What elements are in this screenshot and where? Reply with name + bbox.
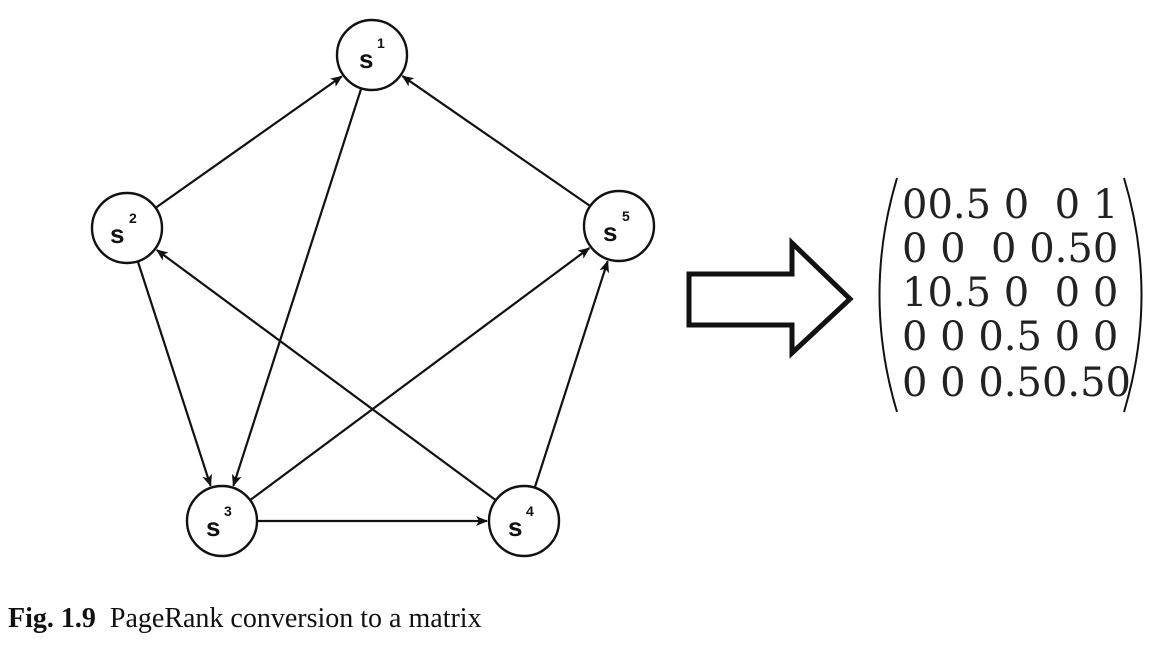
node-s3-label: s	[206, 512, 220, 542]
graph-edges	[137, 75, 610, 526]
node-s5-label: s	[603, 217, 617, 247]
node-s3-index: 3	[224, 503, 232, 519]
node-s2-label: s	[110, 219, 124, 249]
right-arrow-icon	[686, 237, 854, 359]
node-s1-label: s	[359, 44, 373, 74]
edge-s2-to-s1	[155, 75, 343, 209]
node-s4-index: 4	[526, 503, 534, 519]
matrix-row-1: 00.5 0 0 1	[902, 182, 1118, 228]
figure-caption-text: PageRank conversion to a matrix	[109, 603, 482, 634]
matrix-row-3: 10.5 0 0 0	[902, 270, 1118, 316]
edge-s3-to-s5	[250, 247, 591, 501]
node-s2: s 2	[90, 191, 164, 265]
node-s4-label: s	[508, 512, 522, 542]
node-s5-index: 5	[622, 208, 630, 224]
edge-s1-to-s3	[231, 88, 363, 487]
graph-nodes: s 1 s 2 s 3 s 4 s 5	[90, 18, 656, 558]
node-s4: s 4	[487, 484, 561, 558]
matrix-row-5: 0 0 0.50.50	[902, 360, 1131, 406]
matrix-row-2: 0 0 0 0.50	[902, 226, 1118, 272]
node-s3: s 3	[185, 484, 259, 558]
node-s2-index: 2	[129, 210, 137, 226]
matrix-row-4: 0 0 0.5 0 0	[902, 314, 1118, 360]
matrix-left-paren	[878, 177, 898, 413]
node-s1: s 1	[335, 18, 409, 92]
transition-matrix: 00.5 0 0 1 0 0 0 0.50 10.5 0 0 0 0 0 0.5…	[878, 177, 1143, 413]
edge-s4-to-s5	[533, 260, 610, 488]
edge-s5-to-s1	[401, 75, 591, 207]
node-s5: s 5	[582, 189, 656, 263]
edge-s2-to-s3	[137, 261, 212, 487]
matrix-right-paren	[1123, 177, 1143, 413]
node-s1-index: 1	[377, 35, 385, 51]
edge-s4-to-s2	[155, 249, 496, 501]
figure-caption: Fig. 1.9 PageRank conversion to a matrix	[8, 603, 482, 635]
figure-label: Fig. 1.9	[8, 603, 96, 634]
